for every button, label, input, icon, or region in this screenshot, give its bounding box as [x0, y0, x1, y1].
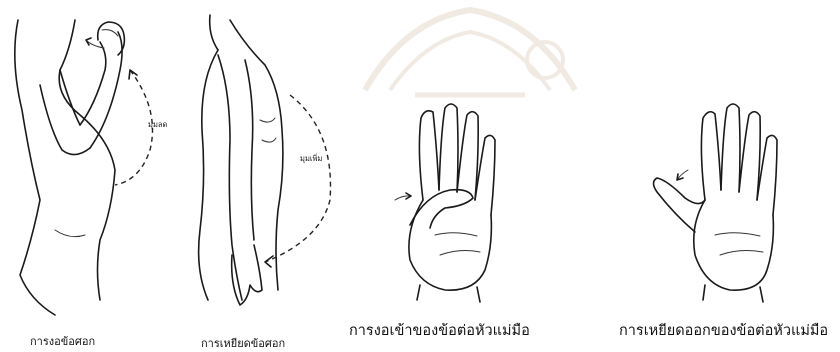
caption-elbow-flexion: การงอข้อศอก — [30, 332, 95, 350]
angle-label-increase: มุมเพิ่ม — [300, 153, 322, 165]
caption-thumb-extension: การเหยียดออกของข้อต่อหัวแม่มือ — [619, 319, 828, 342]
thumb-extension-figure: การเหยียดออกของข้อต่อหัวแม่มือ — [595, 0, 840, 352]
elbow-extension-illustration — [170, 0, 345, 352]
elbow-flexion-figure: มุมลด การงอข้อศอก — [0, 0, 170, 352]
elbow-flexion-illustration — [0, 0, 170, 352]
elbow-extension-figure: มุมเพิ่ม การเหยียดข้อศอก — [170, 0, 345, 352]
caption-elbow-extension: การเหยียดข้อศอก — [201, 334, 285, 352]
thumb-flexion-illustration — [345, 0, 595, 352]
thumb-flexion-figure: การงอเข้าของข้อต่อหัวแม่มือ — [345, 0, 595, 352]
caption-thumb-flexion: การงอเข้าของข้อต่อหัวแม่มือ — [349, 319, 530, 342]
thumb-extension-illustration — [595, 0, 840, 352]
angle-label-decrease: มุมลด — [148, 119, 167, 131]
